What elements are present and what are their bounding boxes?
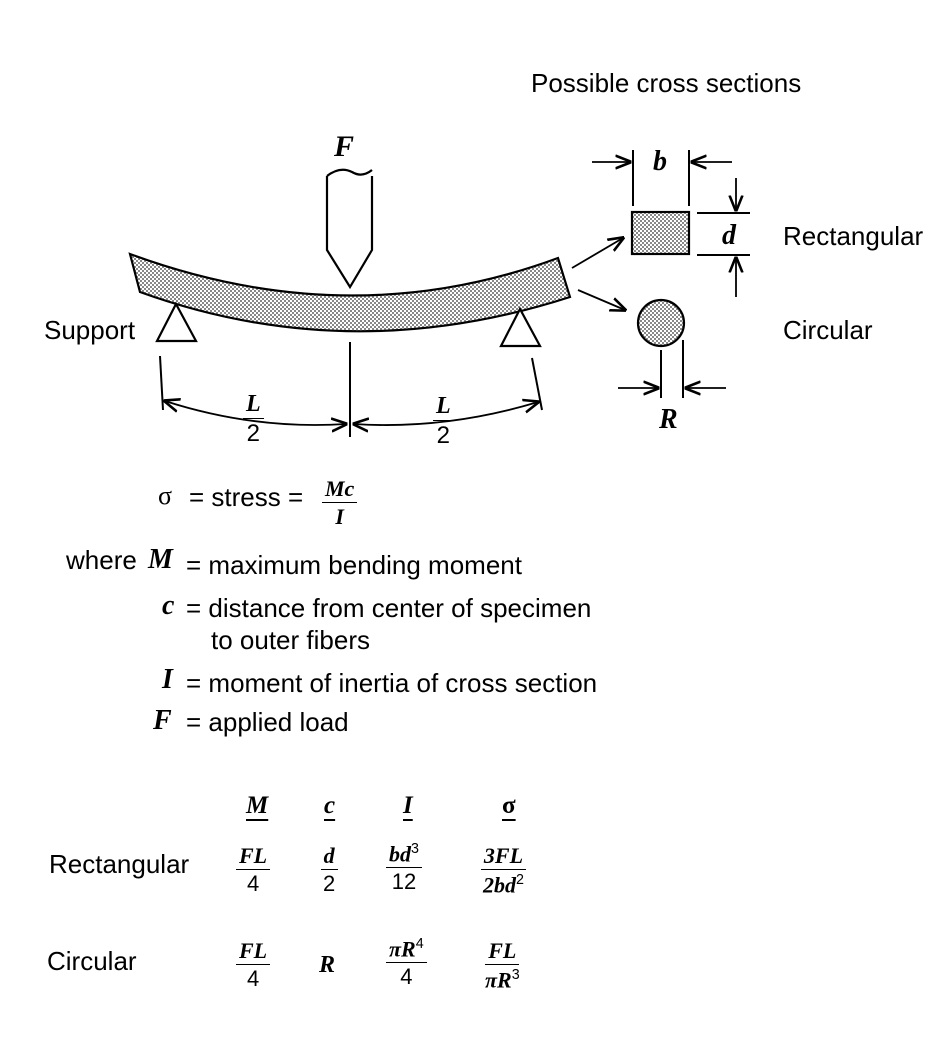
def-symbol-f: F [153, 705, 172, 736]
rect-i-den: 12 [391, 869, 417, 895]
header-m: M [246, 792, 269, 819]
right-span-arrow [354, 402, 538, 425]
i-denominator: I [335, 504, 344, 529]
header-i: I [403, 792, 413, 819]
right-span-label: L 2 [433, 394, 454, 448]
def-text-i: = moment of inertia of cross section [186, 668, 598, 698]
right-span-num: L [433, 394, 454, 421]
rect-c-num: d [320, 845, 338, 870]
width-b-label: b [653, 146, 667, 177]
def-text-f: = applied load [186, 707, 349, 737]
rectangular-section [630, 210, 691, 256]
def-symbol-m: M [148, 544, 173, 575]
rect-m-fraction: FL 4 [236, 845, 271, 896]
pointer-arrow-circ [577, 289, 625, 310]
mc-over-i-fraction: Mc I [322, 478, 358, 529]
rect-i-fraction: bd3 12 [386, 842, 422, 893]
force-label: F [334, 130, 355, 163]
cross-sections-heading: Possible cross sections [531, 68, 802, 98]
circ-m-num: FL [236, 940, 271, 965]
circ-sigma-den: πR [485, 967, 512, 993]
circ-i-num-exp: 4 [415, 936, 424, 952]
left-extension-line [159, 355, 164, 411]
beam [128, 252, 572, 333]
circular-section [636, 298, 686, 348]
left-span-num: L [243, 392, 264, 419]
circ-sigma-fraction: FL πR3 [482, 940, 523, 991]
def-text-c-cont: to outer fibers [211, 625, 370, 655]
rect-sigma-fraction: ​3FL 2bd2 [480, 845, 527, 896]
loading-ram [325, 176, 374, 290]
mc-numerator: Mc [322, 478, 358, 503]
def-text-m: = maximum bending moment [186, 550, 522, 580]
rect-i-num: bd [389, 841, 411, 867]
left-span-den: 2 [246, 420, 261, 447]
circ-i-fraction: πR4 4 [386, 937, 427, 988]
where-label: where [66, 545, 137, 575]
circ-i-num: πR [389, 936, 416, 962]
rect-m-den: 4 [246, 871, 260, 896]
row-label-circular: Circular [47, 946, 137, 976]
right-span-den: 2 [436, 422, 451, 449]
pointer-arrow-rect [571, 238, 623, 269]
depth-d-label: d [722, 220, 736, 251]
rectangular-section-label: Rectangular [783, 221, 924, 251]
sigma-symbol: σ [158, 481, 173, 510]
rect-i-num-exp: 3 [411, 841, 419, 857]
def-text-c: = distance from center of specimen [186, 593, 592, 623]
circ-sigma-den-exp: 3 [511, 967, 520, 983]
left-span-arrow [165, 401, 346, 425]
circular-section-label: Circular [783, 315, 873, 345]
circ-m-fraction: FL 4 [236, 940, 271, 991]
rect-c-fraction: d 2 [320, 845, 338, 895]
left-support [155, 301, 198, 343]
stress-equals: = stress = [189, 482, 304, 512]
circ-i-den: 4 [400, 964, 413, 990]
support-label: Support [44, 315, 136, 345]
circ-c-value: R [319, 952, 336, 978]
radius-r-label: R [659, 404, 678, 435]
rect-m-num: FL [236, 845, 271, 870]
def-symbol-i: I [162, 664, 173, 695]
rect-sigma-den: 2bd [483, 872, 516, 898]
right-support [499, 306, 542, 348]
def-symbol-c: c [162, 590, 175, 621]
rect-sigma-num: 3FL [483, 843, 524, 868]
header-sigma: σ [502, 792, 516, 819]
ram-top [326, 168, 373, 177]
rect-c-den: 2 [323, 871, 336, 896]
left-span-label: L 2 [243, 392, 264, 446]
circ-sigma-num: FL [485, 940, 520, 965]
circ-m-den: 4 [246, 966, 260, 991]
rect-sigma-den-exp: 2 [516, 872, 524, 888]
header-c: c [324, 792, 336, 819]
row-label-rectangular: Rectangular [49, 849, 190, 879]
